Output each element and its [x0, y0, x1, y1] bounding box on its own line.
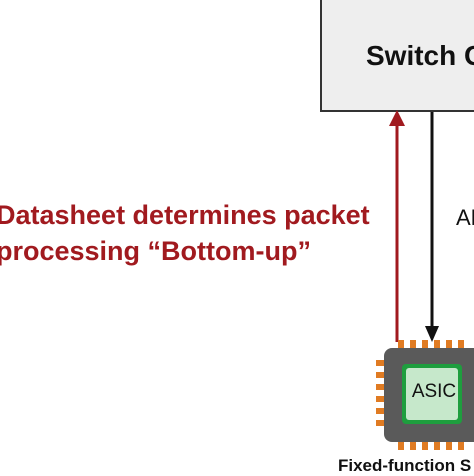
- red-annotation-line-2: processing “Bottom-up”: [0, 236, 311, 266]
- fixed-function-caption: Fixed-function S: [338, 456, 472, 475]
- red-upward-arrow: [389, 110, 405, 342]
- black-downward-arrow: [425, 112, 439, 342]
- asic-label: ASIC: [411, 381, 457, 402]
- red-annotation-line-1: Datasheet determines packet: [0, 200, 370, 230]
- switch-controller-label: Switch C: [366, 40, 474, 71]
- chip-pins: [376, 340, 464, 450]
- api-label: AF: [456, 205, 474, 230]
- asic-chip-icon: [376, 340, 474, 450]
